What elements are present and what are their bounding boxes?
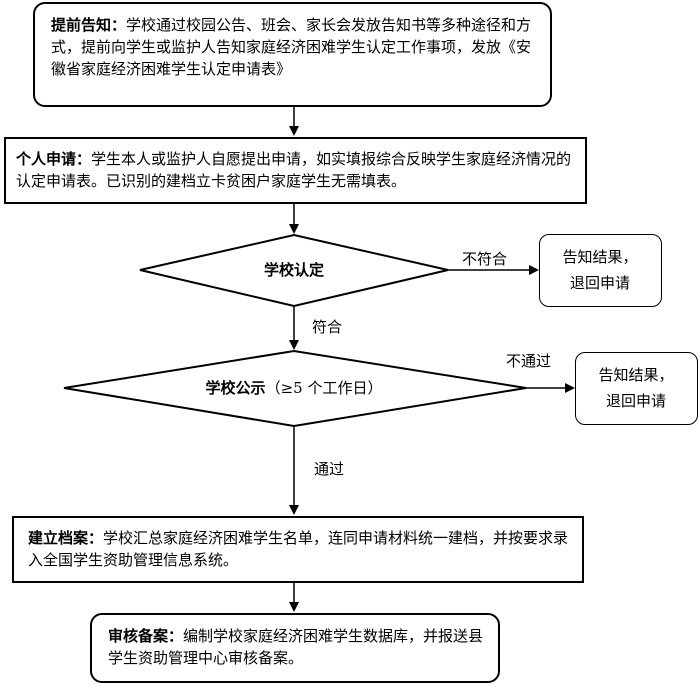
notice-text: 提前告知：学校通过校园公告、班会、家长会发放告知书等多种途径和方式，提前向学生或… bbox=[51, 14, 537, 80]
publicity-label: 学校公示（≥5 个工作日） bbox=[164, 377, 424, 399]
result1-line1: 告知结果， bbox=[562, 248, 638, 266]
archive-text: 建立档案：学校汇总家庭经济困难学生名单，连同申请材料统一建档，并按要求录入全国学… bbox=[28, 527, 572, 571]
notice-title: 提前告知 bbox=[51, 16, 112, 34]
result2-line1: 告知结果， bbox=[598, 366, 674, 384]
review-title: 审核备案 bbox=[108, 627, 169, 645]
verify-accept-label: 符合 bbox=[312, 318, 343, 336]
result1-box: 告知结果， 退回申请 bbox=[539, 234, 662, 307]
notice-body: 学校通过校园公告、班会、家长会发放告知书等多种途径和方式，提前向学生或监护人告知… bbox=[51, 16, 532, 78]
archive-box: 建立档案：学校汇总家庭经济困难学生名单，连同申请材料统一建档，并按要求录入全国学… bbox=[12, 516, 584, 583]
archive-title: 建立档案 bbox=[28, 529, 89, 547]
school-verify-title: 学校认定 bbox=[263, 261, 324, 279]
publicity-accept-label: 通过 bbox=[314, 460, 345, 478]
publicity-reject-label: 不通过 bbox=[506, 352, 552, 370]
result2-line2: 退回申请 bbox=[605, 392, 666, 410]
apply-body: 学生本人或监护人自愿提出申请，如实填报综合反映学生家庭经济情况的认定申请表。已识… bbox=[16, 150, 572, 190]
review-text: 审核备案：编制学校家庭经济困难学生数据库，并报送县学生资助管理中心审核备案。 bbox=[108, 625, 488, 669]
verify-reject-label: 不符合 bbox=[462, 250, 508, 268]
result1-line2: 退回申请 bbox=[569, 274, 630, 292]
archive-colon: ： bbox=[88, 529, 104, 547]
notice-box: 提前告知：学校通过校园公告、班会、家长会发放告知书等多种途径和方式，提前向学生或… bbox=[33, 2, 552, 107]
apply-box: 个人申请：学生本人或监护人自愿提出申请，如实填报综合反映学生家庭经济情况的认定申… bbox=[4, 137, 587, 204]
result2-box: 告知结果， 退回申请 bbox=[575, 352, 698, 425]
publicity-title: 学校公示 bbox=[205, 379, 266, 397]
notice-colon: ： bbox=[111, 16, 127, 34]
review-colon: ： bbox=[168, 627, 184, 645]
publicity-note: （≥5 个工作日） bbox=[265, 379, 383, 397]
apply-title: 个人申请 bbox=[16, 150, 77, 168]
apply-colon: ： bbox=[76, 150, 92, 168]
apply-text: 个人申请：学生本人或监护人自愿提出申请，如实填报综合反映学生家庭经济情况的认定申… bbox=[16, 148, 576, 192]
review-box: 审核备案：编制学校家庭经济困难学生数据库，并报送县学生资助管理中心审核备案。 bbox=[90, 613, 500, 683]
archive-body: 学校汇总家庭经济困难学生名单，连同申请材料统一建档，并按要求录入全国学生资助管理… bbox=[28, 529, 569, 569]
review-body: 编制学校家庭经济困难学生数据库，并报送县学生资助管理中心审核备案。 bbox=[108, 627, 484, 667]
